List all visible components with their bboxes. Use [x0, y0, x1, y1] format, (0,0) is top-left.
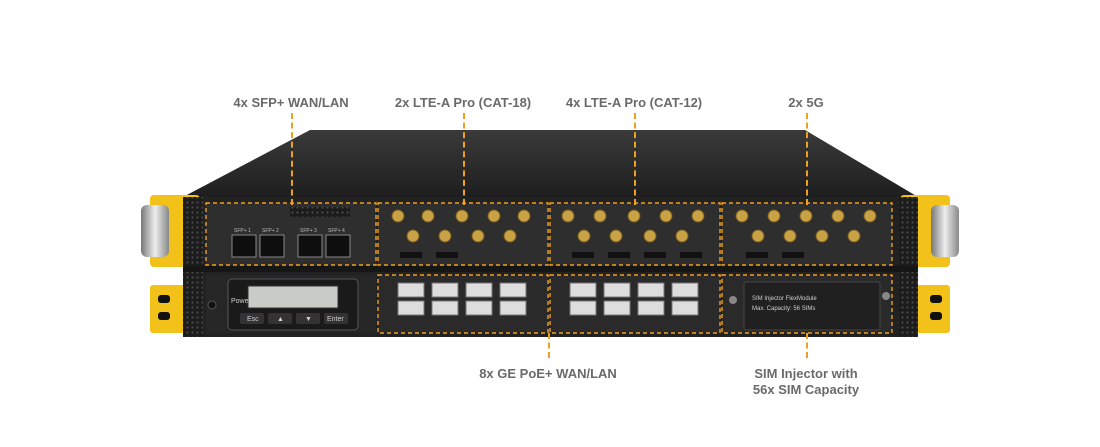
ge-module-b	[549, 274, 721, 334]
esc-button[interactable]: Esc	[247, 316, 259, 323]
power-label: Power	[231, 298, 252, 305]
up-button[interactable]: ▲	[277, 316, 284, 323]
enter-button[interactable]: Enter	[327, 316, 344, 323]
control-panel	[206, 275, 376, 333]
leader-lte18	[463, 113, 465, 205]
lte12-module	[549, 202, 721, 266]
sfp-port-label-2: SFP+ 2	[262, 228, 279, 234]
callout-sim-line2: 56x SIM Capacity	[752, 382, 860, 397]
sim-module-capacity: Max. Capacity: 56 SIMs	[752, 306, 815, 312]
sfp-port-label-3: SFP+ 3	[300, 228, 317, 234]
down-button[interactable]: ▼	[305, 316, 312, 323]
callout-5g: 2x 5G	[788, 95, 824, 110]
lte18-module	[377, 202, 549, 266]
callout-sim-line1: SIM Injector with	[754, 366, 858, 381]
callout-ge: 8x GE PoE+ WAN/LAN	[479, 366, 617, 381]
sfp-port-label-4: SFP+ 4	[328, 228, 345, 234]
sim-injector-module	[721, 274, 893, 334]
sfp-port-label-1: SFP+ 1	[234, 228, 251, 234]
callout-lte12: 4x LTE-A Pro (CAT-12)	[565, 95, 703, 110]
fiveg-module	[721, 202, 893, 266]
ge-module-a	[377, 274, 549, 334]
callout-lte18: 2x LTE-A Pro (CAT-18)	[394, 95, 532, 110]
leader-lte12	[634, 113, 636, 205]
sim-module-title: SIM Injector FlexModule	[752, 296, 817, 302]
callout-sfp: 4x SFP+ WAN/LAN	[233, 95, 349, 110]
leader-ge	[548, 333, 550, 358]
leader-5g	[806, 113, 808, 205]
sfp-module	[205, 202, 377, 266]
chassis-top	[183, 130, 918, 197]
leader-sfp	[291, 113, 293, 205]
leader-sim	[806, 333, 808, 358]
